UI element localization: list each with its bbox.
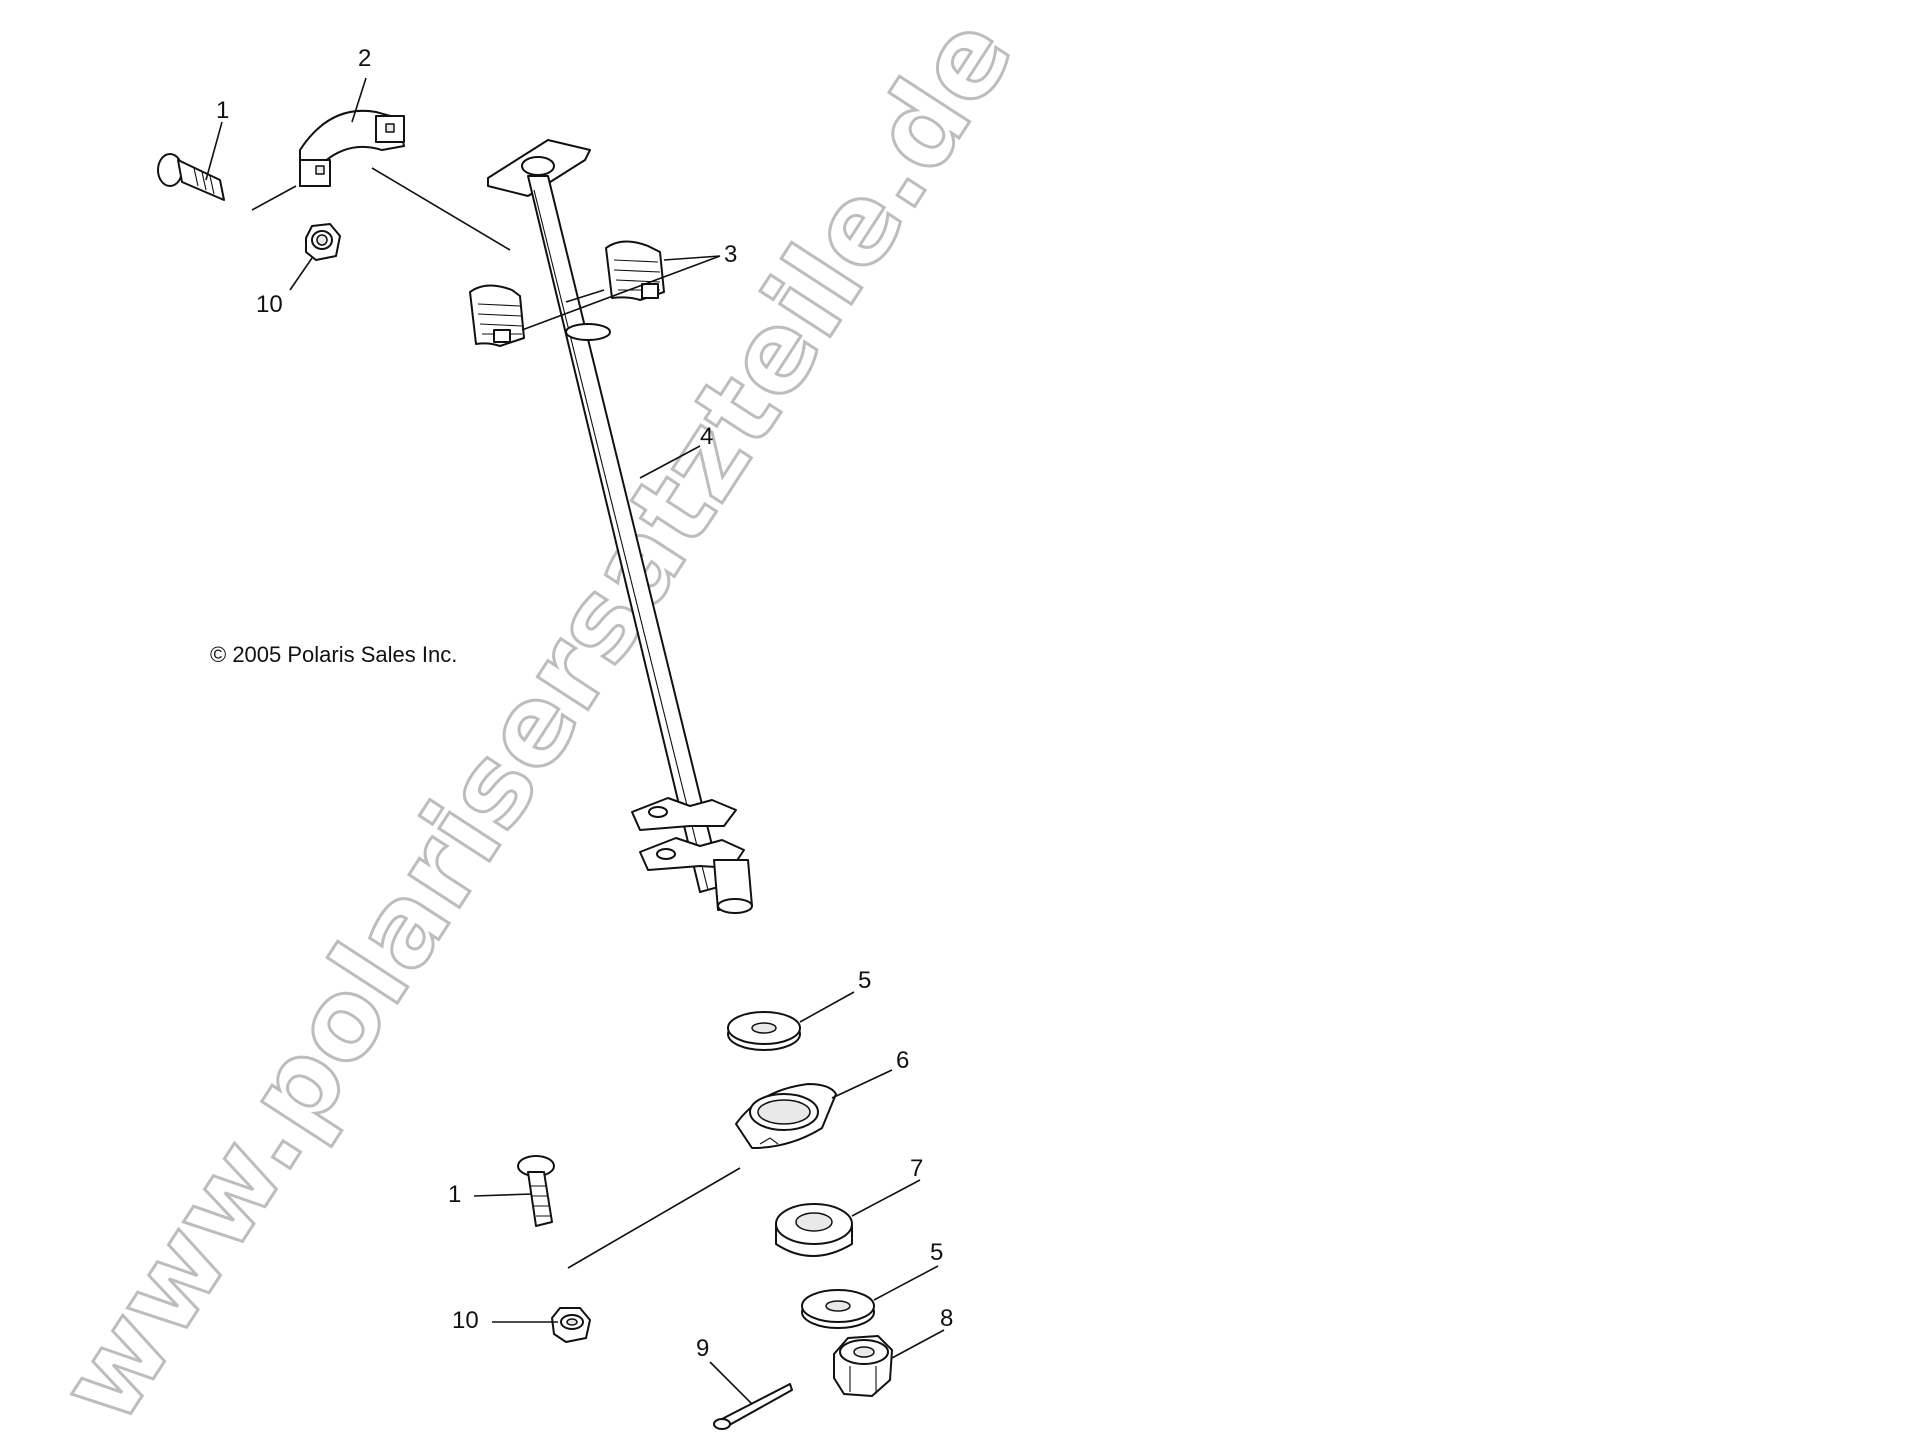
flange-nut-bottom [551, 1307, 591, 1343]
washer-lower [801, 1289, 875, 1329]
callout-bolt-top: 1 [216, 97, 229, 124]
retainer [735, 1083, 837, 1149]
nut [833, 1335, 893, 1397]
callout-steering-post: 4 [700, 423, 713, 450]
callout-nut: 8 [940, 1305, 953, 1332]
clamp [299, 109, 405, 187]
callout-bushings: 3 [724, 241, 737, 268]
callout-flange-nut-bottom: 10 [452, 1307, 479, 1334]
callout-washer-lower: 5 [930, 1239, 943, 1266]
watermark-text: www.polarisersatzteile.de [34, 0, 1038, 1444]
callout-flange-nut-top: 10 [256, 291, 283, 318]
washer-upper [727, 1011, 801, 1051]
flange-nut-top [305, 223, 341, 261]
leader-lines [205, 77, 945, 1405]
callout-clamp: 2 [358, 45, 371, 72]
callout-washer-upper: 5 [858, 967, 871, 994]
cotter-pin [713, 1383, 793, 1430]
callout-retainer: 6 [896, 1047, 909, 1074]
bolt-top [157, 153, 225, 201]
bearing [775, 1203, 853, 1257]
steering-post [487, 139, 753, 914]
callout-bolt-bottom: 1 [448, 1181, 461, 1208]
callout-cotter-pin: 9 [696, 1335, 709, 1362]
bushing-right [605, 240, 665, 301]
copyright-text: © 2005 Polaris Sales Inc. [210, 642, 457, 667]
callout-bearing: 7 [910, 1155, 923, 1182]
bolt-bottom [517, 1155, 555, 1227]
bushing-left [469, 284, 525, 347]
